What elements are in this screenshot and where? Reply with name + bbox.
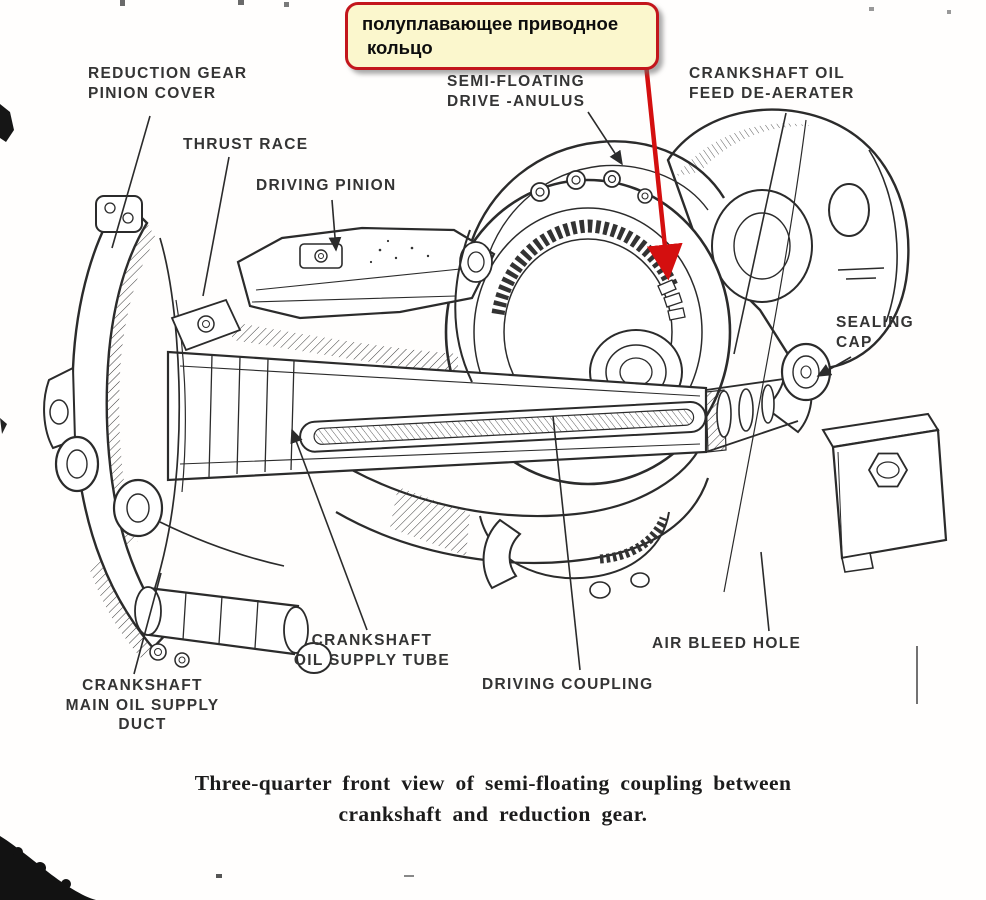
label-line: MAIN OIL SUPPLY (65, 696, 220, 714)
figure-caption-line2: crankshaft and reduction gear. (338, 802, 648, 826)
label-line: SEALING (836, 314, 914, 331)
drive-ring-teeth-cluster (657, 279, 686, 321)
label-line: CAP (836, 333, 873, 351)
label-crankshaft-oil-feed-de-aerater: CRANKSHAFT OIL FEED DE-AERATER (689, 64, 855, 103)
label-semi-floating-drive-anulus: SEMI-FLOATING DRIVE -ANULUS (447, 72, 585, 111)
label-line: FEED DE-AERATER (689, 84, 855, 102)
label-line: DUCT (118, 716, 167, 734)
label-crankshaft-oil-supply-tube: CRANKSHAFT OIL SUPPLY TUBE (272, 631, 472, 670)
thin-construction-line (723, 119, 807, 593)
callout-text-line: полуплавающее приводное (362, 13, 619, 34)
figure-caption-line1: Three-quarter front view of semi-floatin… (194, 771, 792, 795)
crankshaft-and-oil-tube (166, 350, 799, 482)
reduction-gear-housing (43, 195, 242, 668)
label-driving-coupling: DRIVING COUPLING (482, 675, 654, 695)
label-line: REDUCTION GEAR (88, 65, 248, 82)
label-line: THRUST RACE (183, 136, 309, 153)
mounting-block (821, 412, 948, 573)
callout-box: полуплавающее приводное кольцо (345, 2, 659, 70)
label-crankshaft-main-oil-supply-duct: CRANKSHAFT MAIN OIL SUPPLY DUCT (60, 676, 225, 735)
label-sealing-cap: SEALING CAP (836, 313, 914, 352)
label-leader-lines (111, 111, 852, 675)
label-line: AIR BLEED HOLE (652, 635, 802, 652)
callout-text-line: кольцо (367, 37, 433, 59)
annulus-gear-teeth (491, 219, 678, 316)
label-thrust-race: THRUST RACE (183, 135, 308, 155)
label-line: SEMI-FLOATING (447, 73, 586, 90)
red-callout-arrow (643, 63, 683, 281)
label-air-bleed-hole: AIR BLEED HOLE (652, 634, 801, 654)
driving-coupling-bell (335, 443, 710, 599)
sealing-cap-part (780, 342, 832, 402)
label-line: PINION COVER (88, 84, 217, 102)
driving-pinion-body (232, 226, 496, 383)
label-line: DRIVE -ANULUS (447, 92, 586, 110)
label-line: CRANKSHAFT (82, 677, 203, 694)
label-line: OIL SUPPLY TUBE (293, 651, 451, 669)
label-line: DRIVING PINION (256, 177, 397, 194)
label-line: DRIVING COUPLING (482, 676, 654, 693)
label-line: CRANKSHAFT OIL (689, 65, 845, 82)
label-driving-pinion: DRIVING PINION (256, 176, 397, 196)
label-reduction-gear-pinion-cover: REDUCTION GEAR PINION COVER (88, 64, 247, 103)
label-line: CRANKSHAFT (311, 632, 433, 649)
